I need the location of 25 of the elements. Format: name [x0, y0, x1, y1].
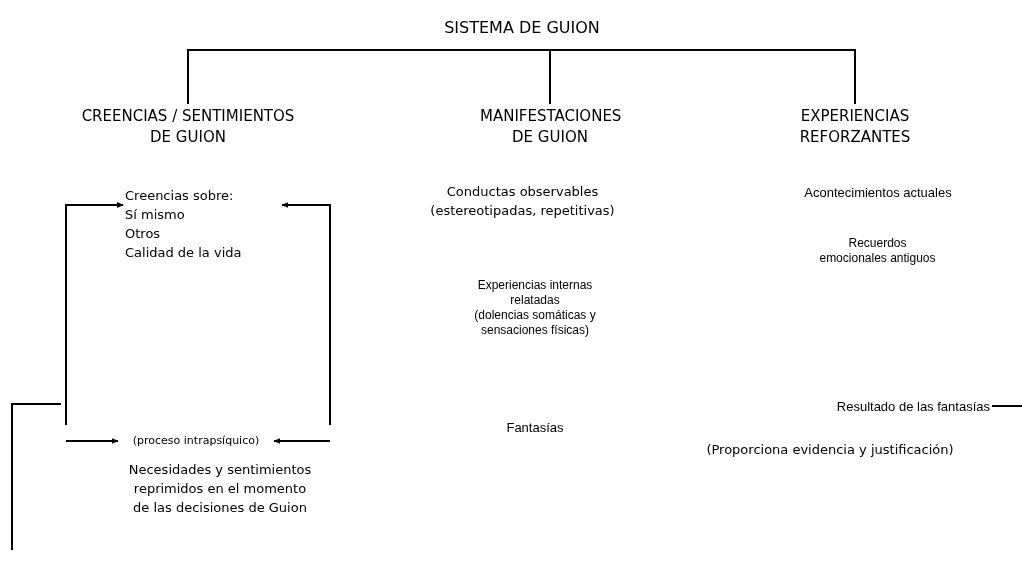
label-text: (dolencias somáticas y sensaciones físicas)	[473, 308, 597, 338]
connector-line	[991, 405, 1022, 407]
label-text: Sí mismo	[125, 206, 186, 224]
label-text: (proceso intrapsíquico)	[131, 433, 261, 449]
heading-text: MANIFESTACIONES DE GUION	[480, 106, 620, 148]
label-text: Otros	[125, 225, 162, 243]
label-text: (Proporciona evidencia y justificación)	[705, 441, 955, 459]
label-text: Necesidades y sentimientos reprimidos en el momento de las decisiones de Guion	[127, 461, 313, 517]
arrow	[273, 438, 331, 444]
label-text: Resultado de las fantasías	[835, 398, 990, 416]
label-text: Creencias sobre:	[125, 187, 235, 205]
arrow	[281, 202, 331, 426]
connector-line	[521, 49, 856, 105]
heading-text: CREENCIAS / SENTIMIENTOS DE GUION	[80, 106, 296, 148]
label-text: Acontecimientos actuales	[803, 184, 953, 202]
heading-text: EXPERIENCIAS REFORZANTES	[798, 106, 912, 148]
label-text: Conductas observables (estereotipadas, repetitivas)	[429, 183, 616, 220]
label-text: Recuerdos emocionales antiguos	[818, 236, 937, 266]
label-text: Fantasías	[505, 419, 565, 437]
arrow	[65, 438, 119, 444]
connector-line	[187, 49, 523, 105]
arrow	[11, 202, 124, 551]
title-text: SISTEMA DE GUION	[443, 18, 601, 38]
label-text: Experiencias internas relatadas	[476, 278, 594, 308]
label-text: Calidad de la vida	[125, 244, 243, 262]
